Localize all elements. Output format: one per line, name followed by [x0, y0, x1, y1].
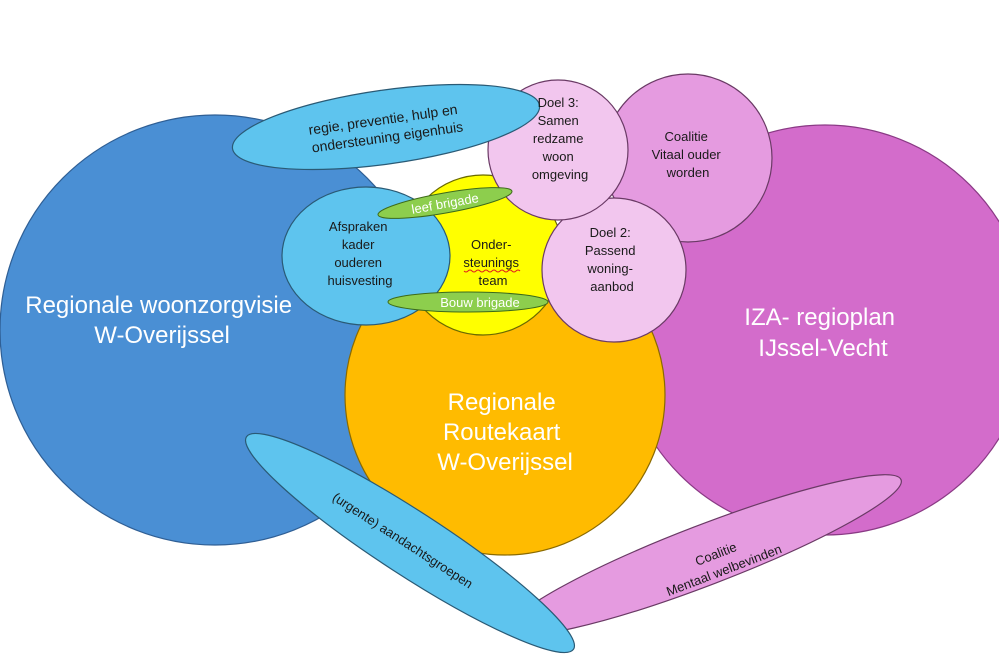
- routekaart-line3: W-Overijssel: [437, 449, 573, 476]
- ondersteuningsteam-line2: steunings: [463, 255, 519, 270]
- ondersteuningsteam-label: Onder- steunings team: [463, 237, 522, 288]
- doel2-label: Doel 2: Passend woning- aanbod: [585, 225, 639, 294]
- ondersteuningsteam-line3: team: [479, 273, 508, 288]
- coalitie-vitaal-line3: worden: [666, 165, 710, 180]
- doel2-line1: Doel 2:: [590, 225, 631, 240]
- ondersteuningsteam-line1: Onder-: [471, 237, 511, 252]
- doel3-line3: redzame: [533, 131, 584, 146]
- regie-ellipse: [231, 83, 541, 171]
- bouw-brigade-ellipse: [387, 291, 549, 313]
- afspraken-line3: ouderen: [334, 255, 382, 270]
- routekaart-title: Regionale Routekaart W-Overijssel: [437, 389, 573, 476]
- spellcheck-squiggle: [463, 269, 521, 273]
- doel3-line4: woon: [542, 149, 574, 164]
- coalitie-vitaal-label: Coalitie Vitaal ouder worden: [652, 129, 725, 180]
- doel3-line2: Samen: [538, 113, 579, 128]
- iza-plan-line2: IJssel-Vecht: [758, 335, 888, 362]
- bouw-brigade-label: Bouw brigade: [440, 295, 520, 310]
- coalitie-vitaal-line2: Vitaal ouder: [652, 147, 722, 162]
- doel2-line2: Passend: [585, 243, 636, 258]
- afspraken-label: Afspraken kader ouderen huisvesting: [327, 219, 392, 288]
- routekaart-line1: Regionale: [448, 389, 556, 416]
- regional-vision-line1: Regionale woonzorgvisie: [25, 292, 292, 319]
- regional-vision-title: Regionale woonzorgvisie W-Overijssel: [25, 292, 299, 349]
- aandachtsgroepen-ellipse: [244, 432, 576, 654]
- regional-vision-line2: W-Overijssel: [94, 322, 230, 349]
- afspraken-line1: Afspraken: [329, 219, 388, 234]
- afspraken-line4: huisvesting: [327, 273, 392, 288]
- afspraken-circle: [281, 186, 451, 326]
- leef-brigade-ellipse: [377, 187, 513, 219]
- bouw-brigade-text: Bouw brigade: [440, 295, 520, 310]
- doel2-line4: aanbod: [590, 279, 633, 294]
- iza-plan-title: IZA- regioplan IJssel-Vecht: [744, 304, 901, 362]
- doel2-circle: [541, 197, 687, 343]
- doel2-line3: woning-: [586, 261, 633, 276]
- routekaart-line2: Routekaart: [443, 419, 561, 446]
- coalitie-vitaal-line1: Coalitie: [665, 129, 708, 144]
- doel3-line1: Doel 3:: [538, 95, 579, 110]
- doel3-label: Doel 3: Samen redzame woon omgeving: [532, 95, 588, 182]
- doel3-line5: omgeving: [532, 167, 588, 182]
- iza-plan-line1: IZA- regioplan: [744, 304, 895, 331]
- afspraken-line2: kader: [342, 237, 375, 252]
